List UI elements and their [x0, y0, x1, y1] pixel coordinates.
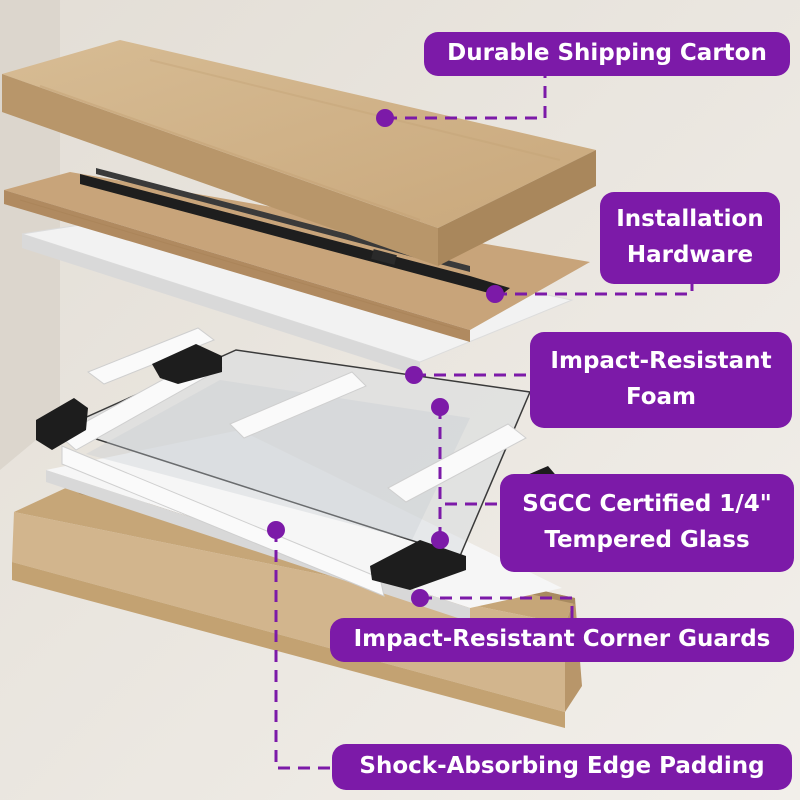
label-corner-guards-text: Impact-Resistant Corner Guards	[353, 626, 771, 653]
label-carton-text: Durable Shipping Carton	[447, 40, 767, 67]
label-hardware-line2: Hardware	[626, 242, 754, 268]
leader-corner-guards	[420, 596, 574, 620]
dot-foam	[405, 366, 423, 384]
label-durable-shipping-carton: Durable Shipping Carton	[424, 32, 790, 76]
dot-corner-guards	[411, 589, 429, 607]
label-foam-line1: Impact-Resistant	[550, 348, 772, 375]
label-glass-line1: SGCC Certified 1/4"	[522, 491, 772, 518]
label-installation-hardware: Installation Hardware	[600, 192, 780, 284]
label-hardware-line1: Installation	[616, 206, 764, 233]
leader-hardware	[495, 284, 694, 296]
label-edge-padding-text: Shock-Absorbing Edge Padding	[359, 753, 765, 780]
dot-edge-padding	[267, 521, 285, 539]
cardboard-separator-sheet	[4, 172, 590, 342]
dot-glass	[431, 531, 449, 549]
leader-carton	[385, 74, 547, 120]
label-edge-padding: Shock-Absorbing Edge Padding	[332, 744, 792, 790]
foam-edge-blocks	[59, 327, 527, 597]
dot-carton	[376, 109, 394, 127]
leader-glass	[438, 407, 500, 540]
label-tempered-glass: SGCC Certified 1/4" Tempered Glass	[500, 474, 794, 572]
leader-lines	[274, 74, 694, 770]
dot-hardware	[486, 285, 504, 303]
shipping-carton-lid	[2, 40, 596, 266]
label-foam-line2: Foam	[625, 384, 697, 410]
label-glass-line2: Tempered Glass	[544, 527, 750, 553]
label-impact-resistant-foam: Impact-Resistant Foam	[530, 332, 792, 428]
label-corner-guards: Impact-Resistant Corner Guards	[330, 618, 794, 662]
installation-hardware-rail	[80, 168, 510, 296]
dot-foam-lower	[431, 398, 449, 416]
